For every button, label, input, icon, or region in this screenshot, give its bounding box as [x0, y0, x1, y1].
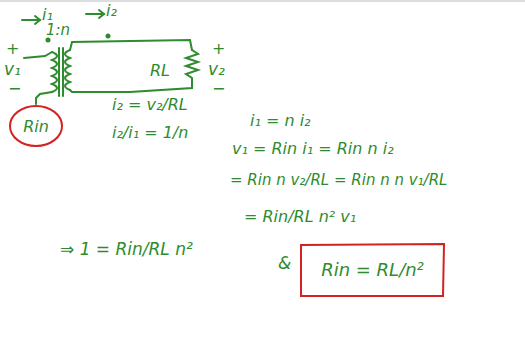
node-text: Rin [23, 118, 49, 136]
equation: = Rin n v₂/RL = Rin n n v₁/RL [230, 172, 447, 189]
current-label: i₁ [42, 6, 53, 24]
current-label: i₂ [106, 2, 117, 20]
turns-ratio: 1:n [46, 22, 70, 39]
equation: i₂ = v₂/RL [112, 96, 188, 114]
resistor-label: RL [150, 62, 170, 80]
equation: i₂/i₁ = 1/n [112, 124, 188, 142]
polarity-sign: − [212, 80, 225, 98]
equation: = Rin/RL n² v₁ [244, 208, 356, 226]
result-box: Rin = RL/n² [299, 242, 446, 298]
voltage-label: v₁ [4, 60, 21, 79]
equation: ⇒ 1 = Rin/RL n² [60, 240, 193, 259]
conjunction: & [278, 254, 291, 273]
polarity-sign: − [8, 80, 21, 98]
equation: v₁ = Rin i₁ = Rin n i₂ [232, 140, 394, 158]
polarity-sign: + [6, 40, 19, 58]
voltage-label: v₂ [208, 60, 225, 79]
polarity-sign: + [212, 40, 225, 58]
circled-resistance: Rin [9, 105, 63, 147]
equation: i₁ = n i₂ [250, 112, 311, 130]
node-text: Rin = RL/n² [321, 260, 424, 280]
